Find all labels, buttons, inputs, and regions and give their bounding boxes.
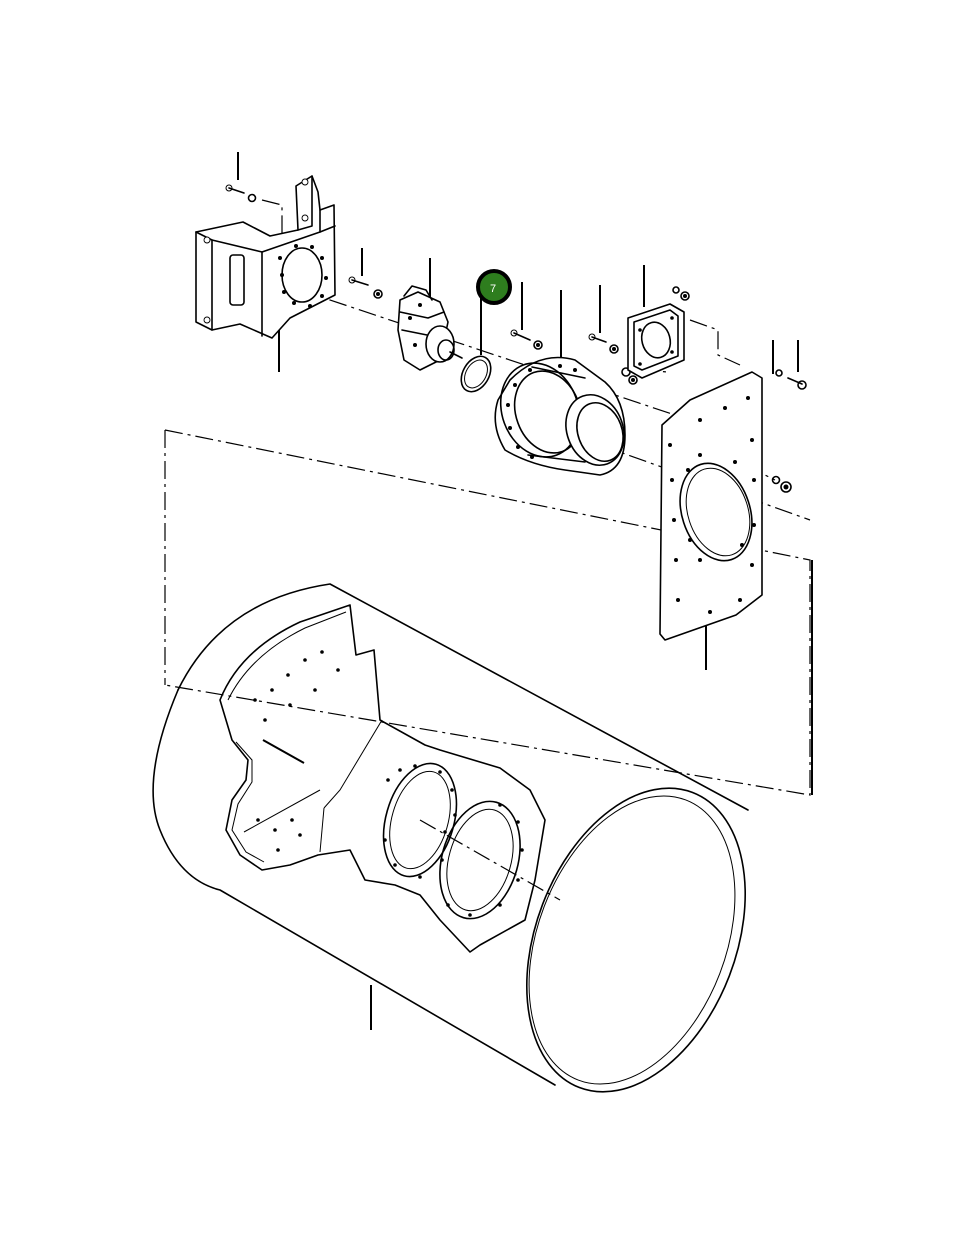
- cover-plate: [627, 303, 685, 379]
- o-ring: [460, 355, 492, 393]
- mounting-plate: [659, 371, 763, 641]
- bolts-and-washers: [225, 184, 807, 493]
- motor-bracket: [195, 175, 336, 339]
- drum-shell: [152, 583, 749, 1093]
- callout-7-label: 7: [490, 283, 496, 295]
- hydraulic-motor: [397, 285, 463, 371]
- leader-lines: [237, 152, 813, 1030]
- callout-7-badge[interactable]: [476, 269, 512, 305]
- drive-gearbox: [494, 356, 626, 476]
- callout-7[interactable]: 7: [476, 269, 512, 305]
